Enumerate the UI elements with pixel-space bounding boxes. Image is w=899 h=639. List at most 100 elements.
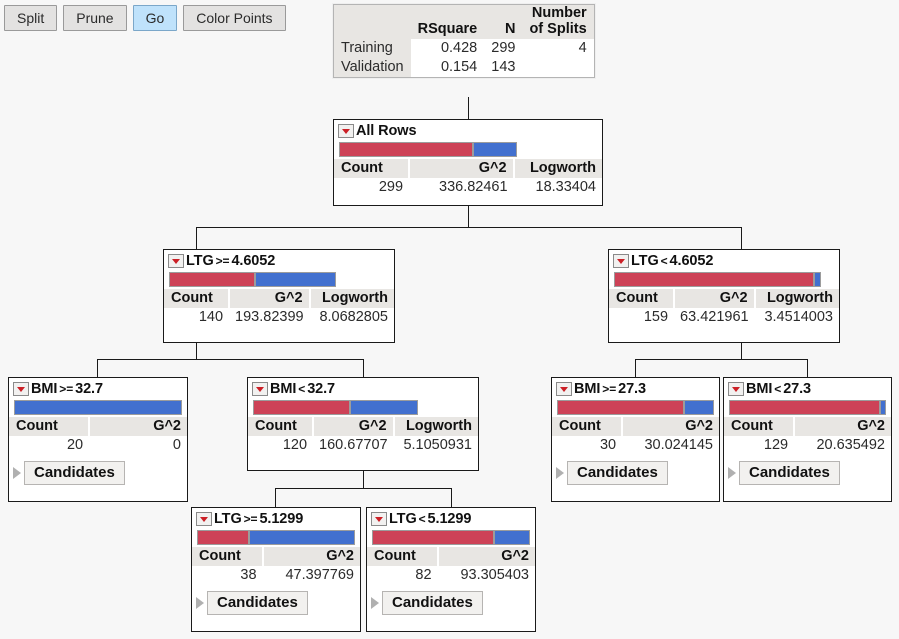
go-button[interactable]: Go	[132, 5, 178, 31]
summary-header-n: N	[484, 5, 523, 40]
expand-triangle-icon[interactable]	[728, 467, 736, 480]
tree-node-bmi-ge-32-7[interactable]: BMI>=32.7 Count G^2 20 0 Candidates	[8, 377, 188, 502]
connector-summary-root	[468, 97, 469, 119]
tree-node-ltg-ge-5-1299[interactable]: LTG>=5.1299 Count G^2 38 47.397769 Candi…	[191, 507, 361, 632]
tree-node-ltg-ge-4-6052[interactable]: LTG>=4.6052 Count G^2 Logworth 140 193.8…	[163, 249, 395, 343]
summary-training-rsquare: 0.428	[410, 39, 485, 59]
connector-ltg-lt-stem	[741, 342, 742, 359]
tree-node-bmi-lt-32-7[interactable]: BMI<32.7 Count G^2 Logworth 120 160.6770…	[247, 377, 479, 471]
node-label: BMI	[31, 381, 58, 397]
connector-ltg-lt-bar	[635, 359, 807, 360]
stats-value-count: 30	[552, 436, 623, 456]
connector-root-stem	[468, 205, 469, 227]
disclosure-triangle-icon[interactable]	[168, 254, 184, 268]
bar-segment-blue	[249, 530, 355, 545]
connector-to-ltg-lt	[741, 227, 742, 249]
node-proportion-bar	[197, 530, 355, 545]
connector-ltg-ge-stem	[196, 342, 197, 359]
connector-to-ltg-ge	[196, 227, 197, 249]
prune-button[interactable]: Prune	[63, 5, 127, 31]
stats-value-logworth: 5.1050931	[393, 436, 478, 456]
node-stats-table: Count G^2 Logworth 159 63.421961 3.45140…	[609, 289, 839, 328]
candidates-row[interactable]: Candidates	[371, 591, 529, 616]
toolbar: Split Prune Go Color Points	[4, 5, 286, 31]
summary-label-validation: Validation	[334, 58, 411, 78]
stats-header-count: Count	[552, 417, 624, 436]
node-proportion-bar	[339, 142, 597, 157]
node-operator: <	[418, 512, 426, 526]
node-stats-header-row: Count G^2	[9, 417, 187, 436]
node-stats-value-row: 20 0	[9, 436, 187, 456]
node-stats-table: Count G^2 Logworth 140 193.82399 8.06828…	[164, 289, 394, 328]
candidates-button[interactable]: Candidates	[24, 461, 125, 486]
node-title-all-rows: All Rows	[334, 120, 602, 140]
node-proportion-bar	[557, 400, 714, 415]
expand-triangle-icon[interactable]	[196, 597, 204, 610]
node-label: BMI	[746, 381, 773, 397]
color-points-button[interactable]: Color Points	[183, 5, 286, 31]
node-stats-value-row: 159 63.421961 3.4514003	[609, 308, 839, 328]
bar-segment-blue	[349, 400, 418, 415]
node-stats-table: Count G^2 129 20.635492	[724, 417, 891, 456]
node-stats-table: Count G^2 30 30.024145	[552, 417, 719, 456]
stats-header-count: Count	[248, 417, 315, 436]
node-label: LTG	[631, 253, 659, 269]
expand-triangle-icon[interactable]	[371, 597, 379, 610]
candidates-button[interactable]: Candidates	[739, 461, 840, 486]
stats-header-g2: G^2	[313, 417, 395, 436]
node-label: BMI	[574, 381, 601, 397]
node-stats-table: Count G^2 Logworth 120 160.67707 5.10509…	[248, 417, 478, 456]
disclosure-triangle-icon[interactable]	[371, 512, 387, 526]
node-threshold: 27.3	[618, 381, 646, 397]
tree-node-ltg-lt-4-6052[interactable]: LTG<4.6052 Count G^2 Logworth 159 63.421…	[608, 249, 840, 343]
disclosure-triangle-icon[interactable]	[556, 382, 572, 396]
candidates-row[interactable]: Candidates	[196, 591, 354, 616]
disclosure-triangle-icon[interactable]	[196, 512, 212, 526]
candidates-button[interactable]: Candidates	[567, 461, 668, 486]
summary-training-splits: 4	[522, 39, 594, 59]
summary-validation-rsquare: 0.154	[410, 58, 485, 78]
disclosure-triangle-icon[interactable]	[338, 124, 354, 138]
node-title-bmi-ge-27-3: BMI>=27.3	[552, 378, 719, 398]
node-stats-value-row: 38 47.397769	[192, 566, 360, 586]
disclosure-triangle-icon[interactable]	[252, 382, 268, 396]
disclosure-triangle-icon[interactable]	[728, 382, 744, 396]
stats-value-g2: 93.305403	[437, 566, 535, 586]
disclosure-triangle-icon[interactable]	[613, 254, 629, 268]
bar-segment-blue	[814, 272, 821, 287]
connector-bmi-lt-32-bar	[275, 488, 451, 489]
node-stats-value-row: 82 93.305403	[367, 566, 535, 586]
tree-node-bmi-ge-27-3[interactable]: BMI>=27.3 Count G^2 30 30.024145 Candida…	[551, 377, 720, 502]
candidates-row[interactable]: Candidates	[556, 461, 713, 486]
bar-segment-blue	[879, 400, 886, 415]
expand-triangle-icon[interactable]	[556, 467, 564, 480]
stats-value-logworth: 18.33404	[513, 178, 602, 198]
node-proportion-bar	[729, 400, 886, 415]
summary-row-training: Training 0.428 299 4	[334, 39, 594, 59]
tree-node-ltg-lt-5-1299[interactable]: LTG<5.1299 Count G^2 82 93.305403 Candid…	[366, 507, 536, 632]
candidates-row[interactable]: Candidates	[13, 461, 181, 486]
tree-node-bmi-lt-27-3[interactable]: BMI<27.3 Count G^2 129 20.635492 Candida…	[723, 377, 892, 502]
disclosure-triangle-icon[interactable]	[13, 382, 29, 396]
split-button[interactable]: Split	[4, 5, 58, 31]
node-operator: >=	[215, 254, 230, 268]
candidates-button[interactable]: Candidates	[382, 591, 483, 616]
node-stats-header-row: Count G^2	[192, 547, 360, 566]
node-stats-value-row: 299 336.82461 18.33404	[334, 178, 602, 198]
bar-segment-red	[339, 142, 474, 157]
tree-node-all-rows[interactable]: All Rows Count G^2 Logworth 299 336.8246…	[333, 119, 603, 206]
node-proportion-bar	[169, 272, 389, 287]
summary-header-splits-line2: of Splits	[529, 20, 587, 37]
stats-header-count: Count	[724, 417, 796, 436]
candidates-button[interactable]: Candidates	[207, 591, 308, 616]
candidates-row[interactable]: Candidates	[728, 461, 885, 486]
expand-triangle-icon[interactable]	[13, 467, 21, 480]
stats-value-count: 82	[367, 566, 438, 586]
node-operator: >=	[602, 382, 617, 396]
summary-training-n: 299	[484, 39, 523, 59]
node-title-bmi-lt-32-7: BMI<32.7	[248, 378, 478, 398]
node-proportion-bar	[253, 400, 473, 415]
stats-header-count: Count	[334, 159, 411, 178]
